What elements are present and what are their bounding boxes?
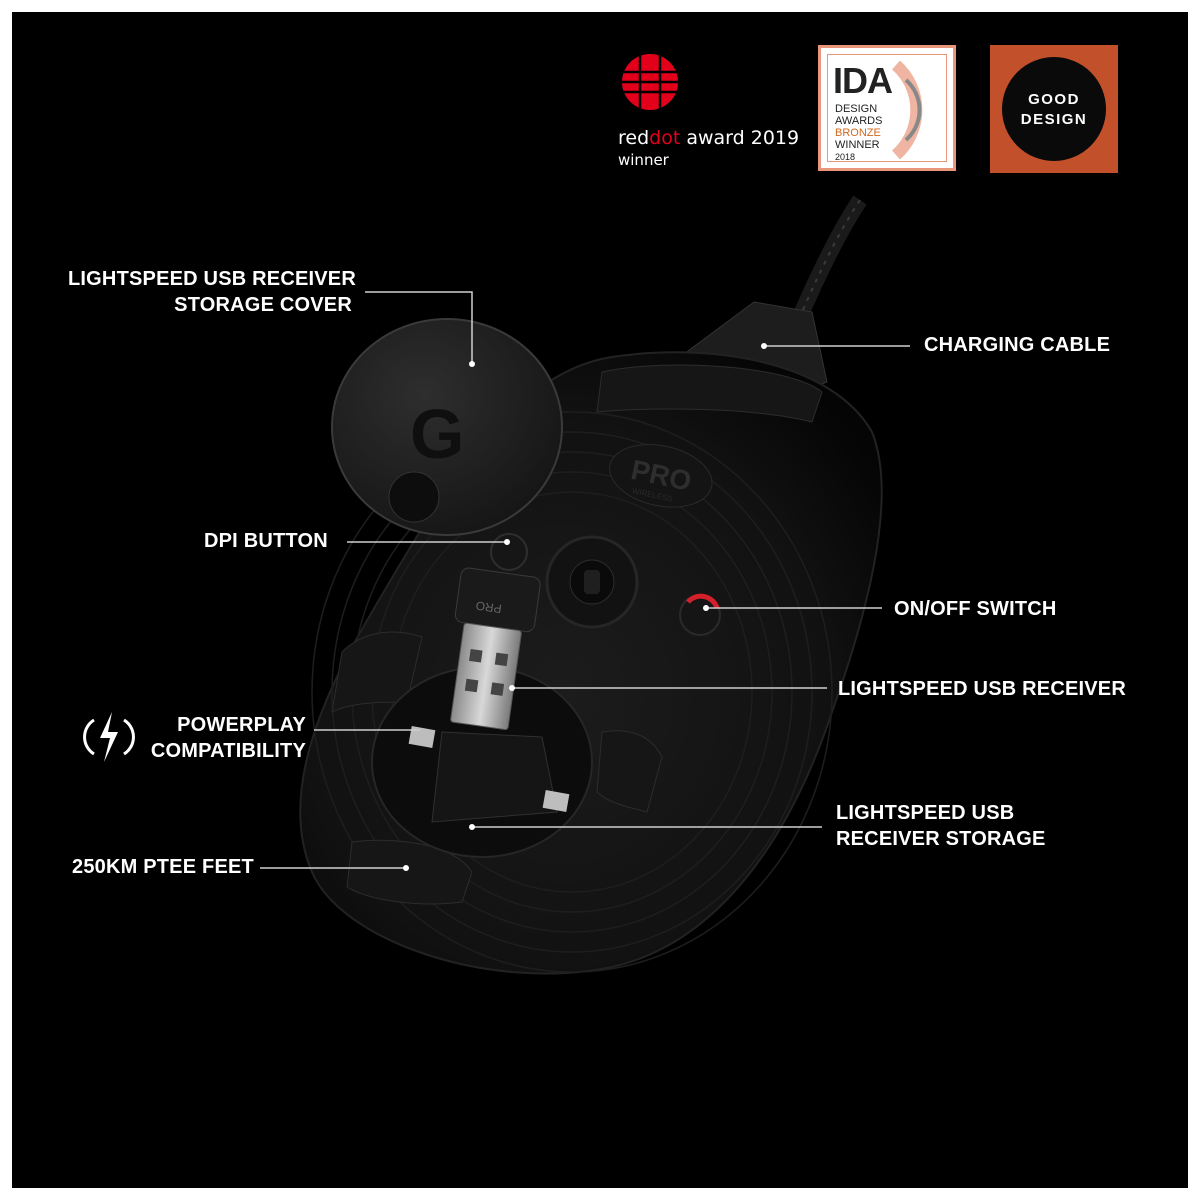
callout-powerplay-line2: COMPATIBILITY [150, 740, 306, 762]
ida-line-5: 2018 [835, 152, 856, 162]
reddot-winner: winner [618, 151, 669, 169]
usb-receiver-shape: PRO [450, 567, 541, 731]
product-infographic: PRO WIRELESS PRO G [12, 12, 1188, 1188]
receiver-pro-text: PRO [475, 598, 503, 615]
ida-line-3: BRONZE [835, 127, 881, 139]
foot-left [331, 631, 423, 713]
mouse-illustration: PRO WIRELESS PRO G [83, 195, 910, 975]
ida-line-2: AWARDS [835, 115, 883, 127]
callout-storage-cover-line1: LIGHTSPEED USB RECEIVER [68, 268, 356, 290]
good-design-award: GOOD DESIGN [990, 45, 1118, 173]
ida-line-4: WINNER [835, 139, 880, 151]
dpi-button-shape [490, 533, 528, 571]
callout-powerplay-line1: POWERPLAY [177, 714, 306, 736]
reddot-award-text: reddot award 2019 [618, 127, 799, 149]
foot-top [596, 364, 823, 423]
callout-receiver-storage-line1: LIGHTSPEED USB [836, 802, 1015, 824]
ida-arc-icon [891, 60, 923, 160]
ida-line-1: DESIGN [835, 103, 878, 115]
reddot-red: dot [649, 127, 681, 149]
reddot-award: reddot award 2019 winner [618, 52, 808, 182]
callout-dpi-button: DPI BUTTON [204, 530, 328, 552]
callout-storage-cover: LIGHTSPEED USB RECEIVER STORAGE COVER [68, 266, 356, 318]
ida-award: IDA DESIGN AWARDS BRONZE WINNER 2018 [818, 45, 956, 171]
callout-usb-receiver: LIGHTSPEED USB RECEIVER [838, 678, 1126, 700]
callout-charging-cable: CHARGING CABLE [924, 334, 1111, 356]
ida-title: IDA [833, 60, 893, 101]
good-design-line-1: GOOD [1028, 91, 1080, 108]
reddot-logo-icon [622, 54, 678, 110]
powerplay-icon [83, 712, 135, 762]
reddot-suffix: award 2019 [680, 127, 800, 149]
line-storage-cover [365, 291, 473, 364]
callout-powerplay: POWERPLAY COMPATIBILITY [132, 712, 306, 764]
callout-lines [260, 291, 910, 871]
reddot-prefix: red [618, 127, 650, 149]
foot-right [596, 730, 663, 813]
good-design-line-2: DESIGN [1020, 111, 1088, 128]
foot-bottom [346, 839, 473, 905]
callout-receiver-storage-line2: RECEIVER STORAGE [836, 828, 1046, 850]
callout-feet: 250KM PTEE FEET [72, 856, 254, 878]
callout-receiver-storage: LIGHTSPEED USB RECEIVER STORAGE [836, 800, 1046, 852]
cable [794, 195, 867, 316]
storage-cover-shape: G [331, 318, 563, 536]
pro-badge: PRO WIRELESS [609, 444, 713, 508]
g-logo-text: G [410, 395, 464, 473]
callout-storage-cover-line2: STORAGE COVER [174, 294, 352, 316]
callout-on-off-switch: ON/OFF SWITCH [894, 598, 1057, 620]
